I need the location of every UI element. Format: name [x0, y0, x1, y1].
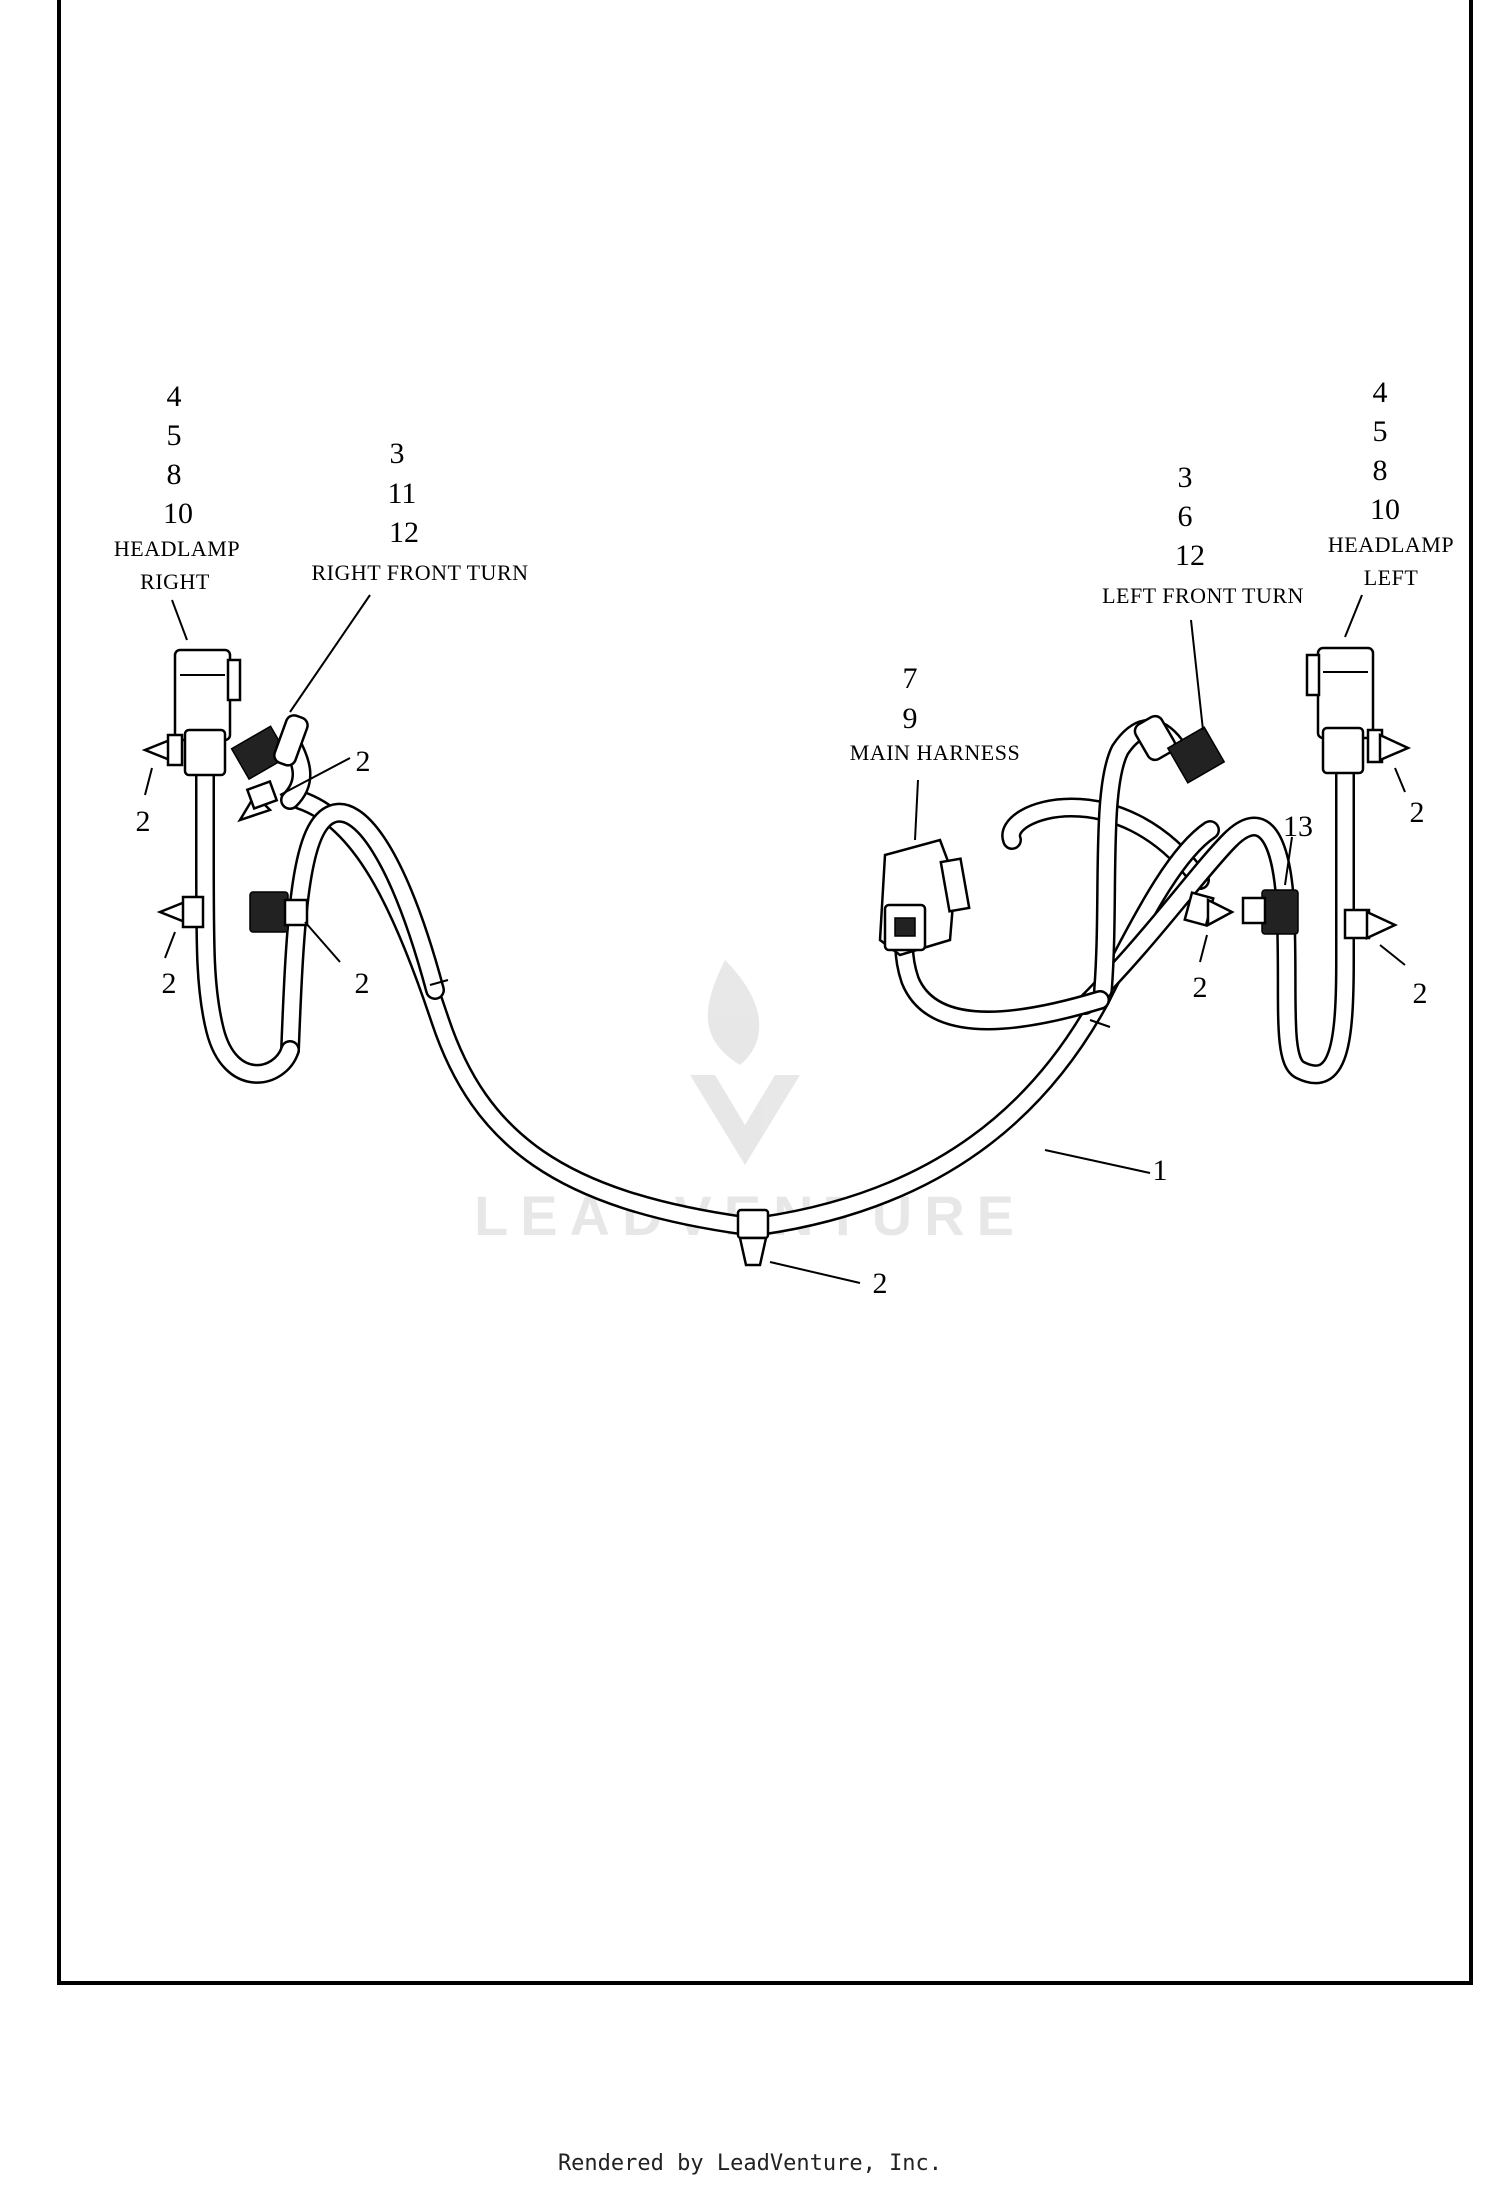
- caption: RIGHT FRONT TURN: [311, 560, 528, 585]
- push-clip-left-lower: [1343, 908, 1398, 940]
- item-label: 2: [162, 967, 177, 1000]
- number: 5: [1373, 415, 1388, 448]
- item-label: 2: [1413, 977, 1428, 1010]
- push-clip-right-lower: [156, 895, 205, 929]
- push-clip-right-turn: [237, 779, 279, 823]
- item-label: 2: [1410, 796, 1425, 829]
- left-headlamp-connector: [1305, 646, 1375, 775]
- number: 3: [1178, 461, 1193, 494]
- callout-left-front-turn: 3 6 12 LEFT FRONT TURN: [1102, 461, 1304, 608]
- push-clip-center: [736, 1208, 770, 1267]
- number: 7: [903, 662, 918, 695]
- number: 5: [167, 419, 182, 452]
- left-turn-connector: [1133, 714, 1226, 784]
- caption: HEADLAMP: [1328, 532, 1454, 557]
- number: 12: [1175, 539, 1205, 572]
- number: 4: [167, 380, 182, 413]
- item-label: 2: [136, 805, 151, 838]
- number: 10: [163, 497, 193, 530]
- number: 12: [389, 516, 419, 549]
- caption: MAIN HARNESS: [850, 740, 1020, 765]
- callout-main-harness: 7 9 MAIN HARNESS: [850, 662, 1020, 765]
- number: 4: [1373, 376, 1388, 409]
- number: 8: [1373, 454, 1388, 487]
- item-label: 2: [873, 1267, 888, 1300]
- callout-headlamp-right: 4 5 8 10 HEADLAMP RIGHT: [114, 380, 240, 594]
- item-label: 2: [1193, 971, 1208, 1004]
- footer-credit: Rendered by LeadVenture, Inc.: [557, 2151, 943, 2176]
- callout-headlamp-left: 4 5 8 10 HEADLAMP LEFT: [1328, 376, 1454, 590]
- caption: LEFT FRONT TURN: [1102, 583, 1304, 608]
- number: 9: [903, 702, 918, 735]
- main-harness-connector: [878, 838, 971, 957]
- right-headlamp-connector: [173, 648, 242, 777]
- item-label: 13: [1283, 810, 1313, 843]
- caption: HEADLAMP: [114, 536, 240, 561]
- item-numbers: 2 2 2 2 13 2 2 2 1 2: [136, 745, 1428, 1300]
- number: 10: [1370, 493, 1400, 526]
- callout-right-front-turn: 3 11 12 RIGHT FRONT TURN: [311, 437, 528, 585]
- main-harness-wire: [195, 718, 1355, 1236]
- item-label: 2: [355, 967, 370, 1000]
- item-label: 2: [356, 745, 371, 778]
- leader-lines: [144, 594, 1406, 1284]
- right-turn-connector: [230, 714, 309, 781]
- number: 8: [167, 458, 182, 491]
- item-label: 1: [1153, 1154, 1168, 1187]
- right-clamp: [249, 891, 309, 933]
- number: 3: [390, 437, 405, 470]
- caption: LEFT: [1364, 565, 1419, 590]
- push-clip-left-inner: [1183, 891, 1235, 928]
- caption: RIGHT: [140, 569, 210, 594]
- number: 6: [1178, 500, 1193, 533]
- left-clamp: [1241, 889, 1299, 935]
- number: 11: [388, 477, 417, 510]
- push-clip-right-upper: [141, 733, 184, 767]
- push-clip-left-upper: [1366, 728, 1412, 764]
- diagram-frame: [57, 0, 1473, 1985]
